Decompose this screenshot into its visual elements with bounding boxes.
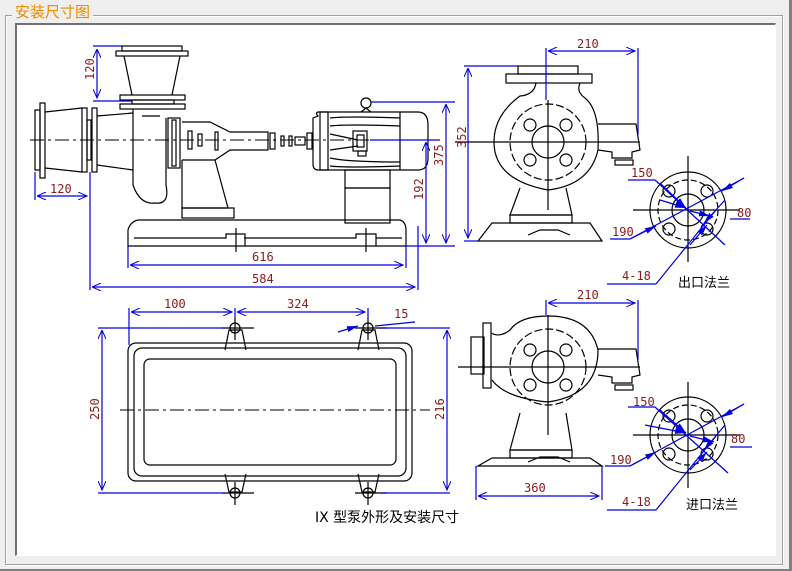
plan-view-dimensions: 100 324 15 250 216 (88, 297, 450, 494)
front-inlet-dimensions: 210 360 (475, 288, 639, 500)
dim-shaft-192: 192 (412, 178, 426, 200)
inlet-flange-drawing: 150 190 80 4-18 进口法兰 (605, 382, 752, 513)
pump-casing (132, 109, 168, 204)
dim-plan-216: 216 (433, 398, 447, 420)
dim-inlet-front-360: 360 (524, 481, 546, 495)
side-view (30, 45, 429, 252)
anchor-bolt (355, 473, 387, 505)
dim-overall-584: 584 (252, 272, 274, 286)
dim-outlet-height: 120 (83, 58, 97, 80)
dim-inlet-length: 120 (50, 182, 72, 196)
drawing-caption: IX 型泵外形及安装尺寸 (315, 510, 459, 526)
anchor-bolt (222, 473, 254, 505)
dim-plan-15: 15 (394, 307, 408, 321)
bearing-frame (167, 117, 313, 219)
outlet-flange-label: 出口法兰 (678, 276, 730, 291)
base-plate (127, 219, 407, 252)
front-outlet-dimensions: 210 352 (455, 37, 639, 242)
groupbox-title: 安装尺寸图 (12, 3, 94, 21)
side-view-dimensions: 120 120 616 584 192 375 (34, 45, 455, 290)
outlet-pipe (115, 45, 189, 110)
window-bottom-edge (0, 569, 792, 571)
plan-view (120, 318, 430, 505)
outlet-flange-80: 80 (737, 206, 751, 220)
outlet-flange-drawing: 150 190 80 4-18 出口法兰 (607, 156, 751, 291)
dim-plan-324: 324 (287, 297, 309, 311)
dim-plan-250: 250 (88, 398, 102, 420)
inlet-flange-190: 190 (610, 453, 632, 467)
front-view-inlet (458, 315, 641, 467)
inlet-flange-80: 80 (731, 432, 745, 446)
dim-outlet-front-352: 352 (455, 126, 469, 148)
dim-base-616: 616 (252, 250, 274, 264)
outlet-flange-190: 190 (612, 225, 634, 239)
dim-inlet-front-210: 210 (577, 288, 599, 302)
dim-overall-375: 375 (432, 144, 446, 166)
outlet-flange-150: 150 (631, 166, 653, 180)
inlet-flange-label: 进口法兰 (686, 498, 738, 513)
inlet-flange-holes: 4-18 (622, 495, 651, 509)
front-view-outlet (455, 65, 641, 242)
window-right-edge (789, 0, 792, 571)
dim-outlet-front-210: 210 (577, 37, 599, 51)
anchor-bolt (355, 318, 387, 351)
inlet-flange-150: 150 (633, 395, 655, 409)
dim-plan-100: 100 (164, 297, 186, 311)
outlet-flange-holes: 4-18 (622, 269, 651, 283)
anchor-bolt (222, 318, 254, 351)
motor (312, 97, 429, 224)
installation-dimension-groupbox (5, 15, 783, 565)
